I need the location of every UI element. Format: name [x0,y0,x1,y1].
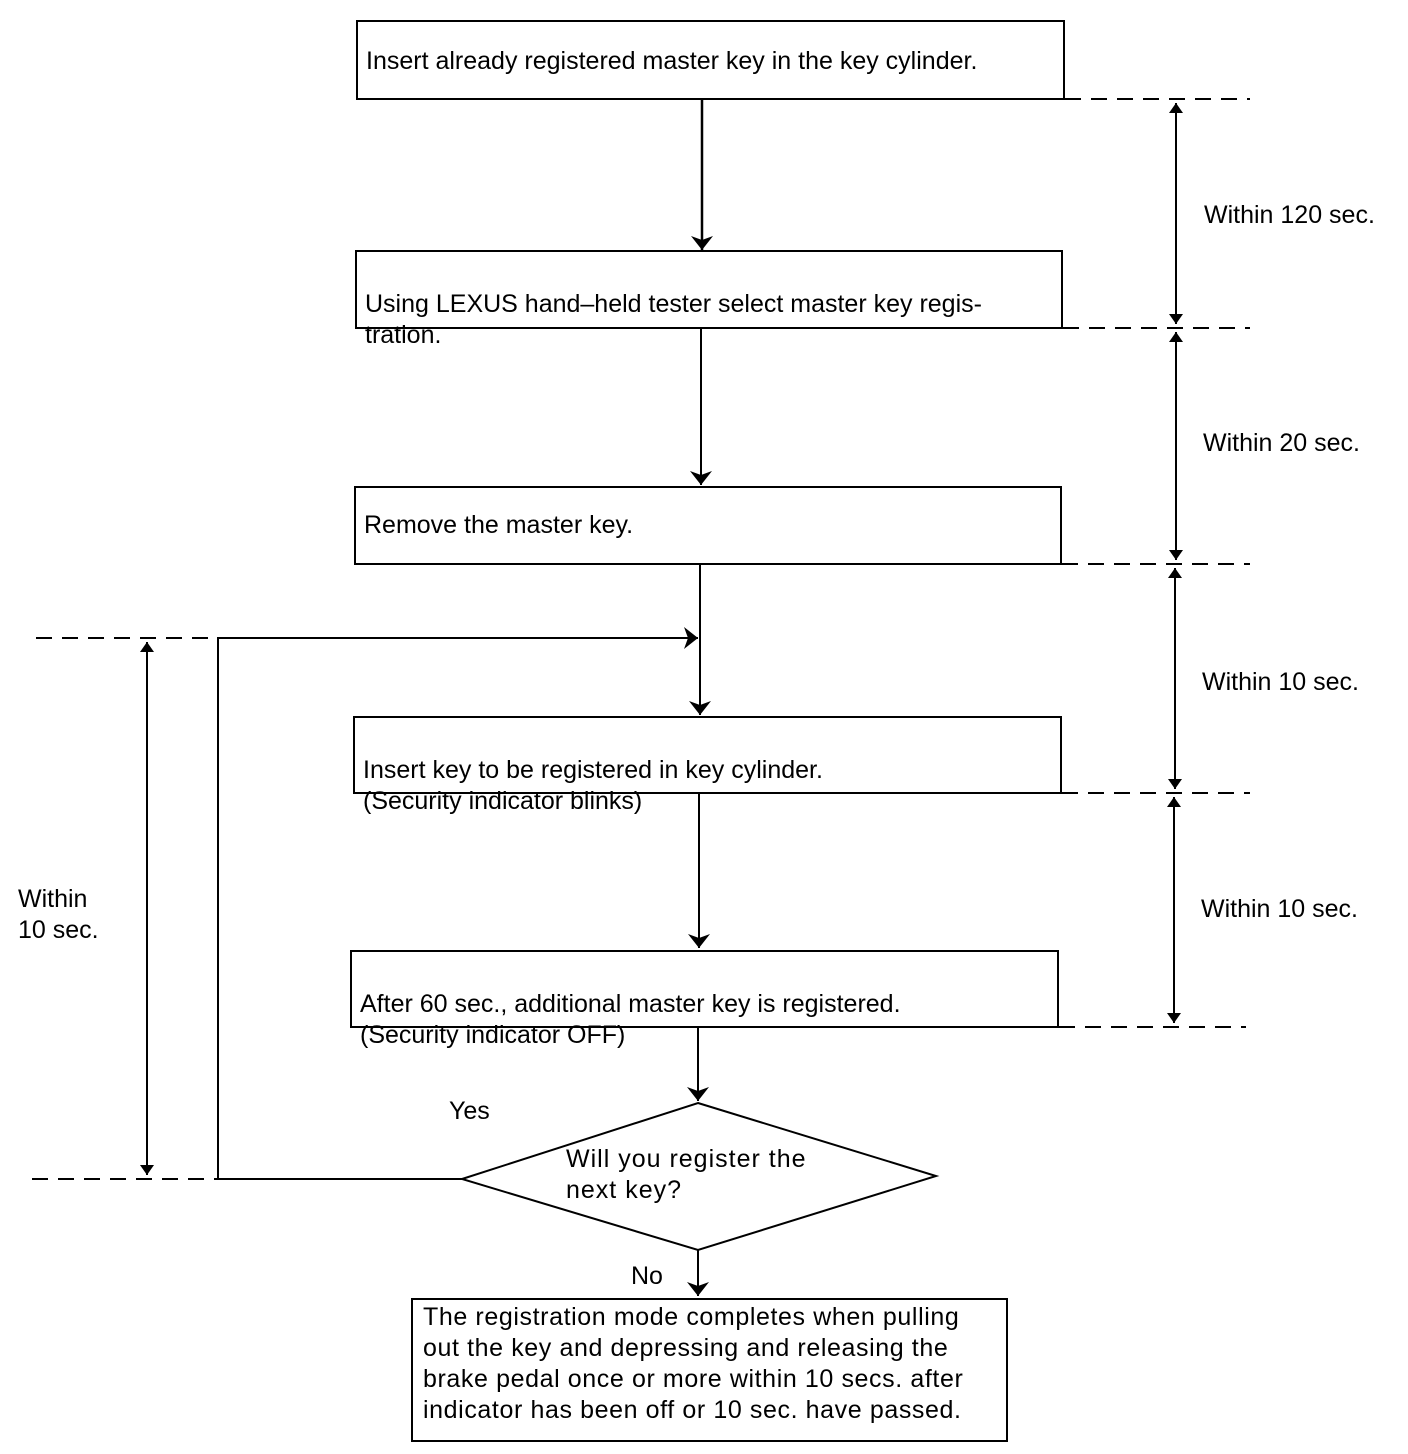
timing-label-left: Within 10 sec. [18,885,99,944]
step-5-box: After 60 sec., additional master key is … [350,950,1059,1049]
step-1-box: Insert already registered master key in … [356,20,1065,100]
final-box-text: The registration mode completes when pul… [423,1303,964,1424]
step-3-box: Remove the master key. [354,486,1062,565]
timing-label-10s-a: Within 10 sec. [1202,668,1360,696]
yes-label: Yes [449,1097,490,1125]
step-5-text: After 60 sec., additional master key is … [360,990,901,1049]
no-label: No [631,1262,663,1290]
yes-loop-line [217,627,698,1180]
decision-diamond [458,1101,940,1252]
timing-label-10s-b: Within 10 sec. [1201,895,1359,923]
step-3-text: Remove the master key. [364,511,634,539]
step-4-box: Insert key to be registered in key cylin… [353,716,1062,815]
timing-label-120s: Within 120 sec. [1204,201,1375,229]
step-2-box: Using LEXUS hand–held tester select mast… [355,250,1063,349]
decision-question: Will you register the next key? [566,1145,807,1204]
step-2-text: Using LEXUS hand–held tester select mast… [365,290,982,349]
final-box: The registration mode completes when pul… [411,1298,1008,1442]
timing-label-20s: Within 20 sec. [1203,429,1361,457]
step-1-text: Insert already registered master key in … [366,47,978,75]
step-4-text: Insert key to be registered in key cylin… [363,756,823,815]
